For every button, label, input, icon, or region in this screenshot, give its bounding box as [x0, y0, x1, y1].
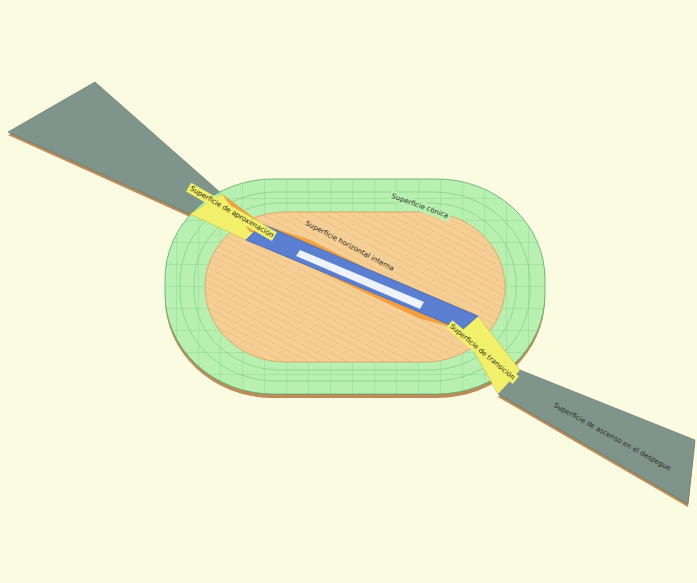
surface-label: Superficie horizontal interna	[302, 217, 398, 274]
surface-label: Superficie de transición	[446, 320, 519, 383]
surface-label: Superficie cónica	[388, 190, 451, 221]
surface-name: Superficie horizontal interna	[304, 219, 395, 273]
surface-label: Superficie de ascenso en el despegue	[550, 399, 674, 474]
surface-name: Superficie de transición	[448, 322, 516, 381]
surface-name: Superficie cónica	[390, 192, 449, 220]
surface-label: Superficie de aproximación	[186, 183, 277, 241]
surface-name: Superficie de ascenso en el despegue	[552, 401, 672, 472]
surface-name: Superficie de aproximación	[189, 185, 276, 240]
